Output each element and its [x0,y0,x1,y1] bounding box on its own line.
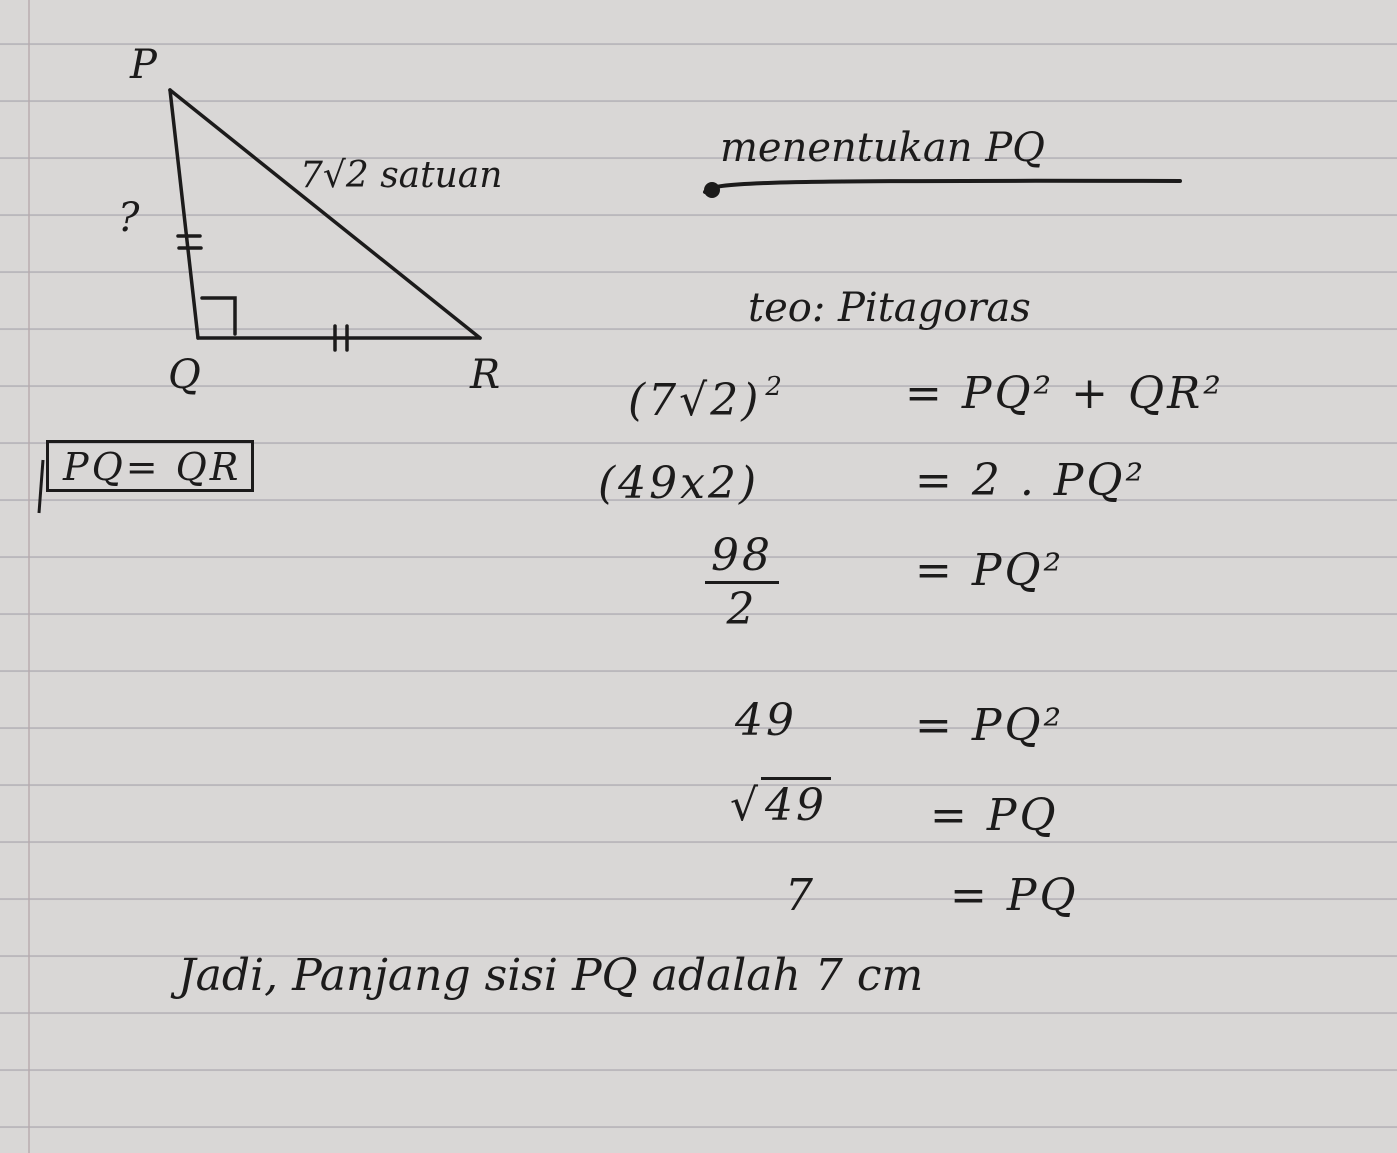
step-6-left: 7 [785,870,816,921]
step-3-denominator: 2 [726,584,758,635]
step-1-left-exponent: 2 [765,372,785,402]
method-label: teo: Pitagoras [748,285,1031,331]
solution-heading: menentukan PQ [720,125,1045,171]
box-left-stroke [37,459,45,514]
step-1-right: = PQ² + QR² [905,368,1224,419]
vertex-p-label: P [130,42,157,88]
sqrt-symbol: √ [730,780,762,831]
step-5-left: √49 [730,777,832,831]
step-2-left: (49x2) [598,458,760,509]
margin-line [28,0,30,1153]
hypotenuse-label: 7√2 satuan [300,155,503,196]
step-2-right: = 2 . PQ² [915,455,1147,506]
step-5-right: = PQ [930,790,1059,841]
step-4-left: 49 [735,695,797,746]
step-6-right: = PQ [950,870,1079,921]
vertex-r-label: R [470,352,501,398]
conclusion-text: Jadi, Panjang sisi PQ adalah 7 cm [178,950,924,1001]
step-5-radicand: 49 [761,777,832,831]
hypotenuse-pr [168,88,482,340]
step-3-left: 98 2 [705,530,779,635]
unknown-side-label: ? [118,195,140,241]
step-3-numerator: 98 [705,530,779,584]
right-angle-mark [200,296,237,336]
step-1-left: (7√2)2 [628,372,785,426]
step-3-right: = PQ² [915,545,1065,596]
side-pq [168,88,200,340]
step-3-fraction: 98 2 [705,530,779,635]
underline-dot [704,182,720,198]
vertex-q-label: Q [168,352,201,398]
condition-box: PQ= QR [46,440,255,492]
heading-underline [703,178,1182,194]
step-1-left-base: (7√2) [628,375,762,426]
step-4-right: = PQ² [915,700,1065,751]
